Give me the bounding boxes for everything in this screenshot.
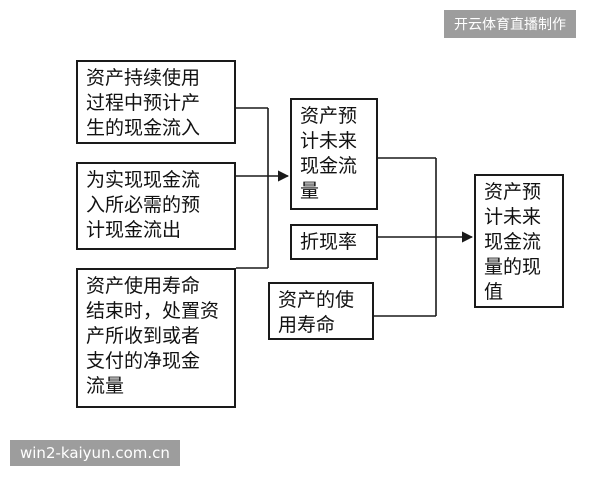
node-discount-rate: 折现率 bbox=[290, 224, 378, 260]
watermark-bottom: win2-kaiyun.com.cn bbox=[10, 440, 180, 466]
node-present-value: 资产预 计未来 现金流 量的现 值 bbox=[474, 174, 564, 308]
node-net-disposal-cashflow: 资产使用寿命 结束时，处置资 产所收到或者 支付的净现金 流量 bbox=[76, 268, 236, 408]
node-cash-outflow: 为实现现金流 入所必需的预 计现金流出 bbox=[76, 162, 236, 250]
node-estimated-future-cashflow: 资产预 计未来 现金流 量 bbox=[290, 98, 378, 210]
node-cash-inflow: 资产持续使用 过程中预计产 生的现金流入 bbox=[76, 60, 236, 144]
watermark-top: 开云体育直播制作 bbox=[444, 10, 576, 38]
node-useful-life: 资产的使 用寿命 bbox=[268, 282, 374, 340]
